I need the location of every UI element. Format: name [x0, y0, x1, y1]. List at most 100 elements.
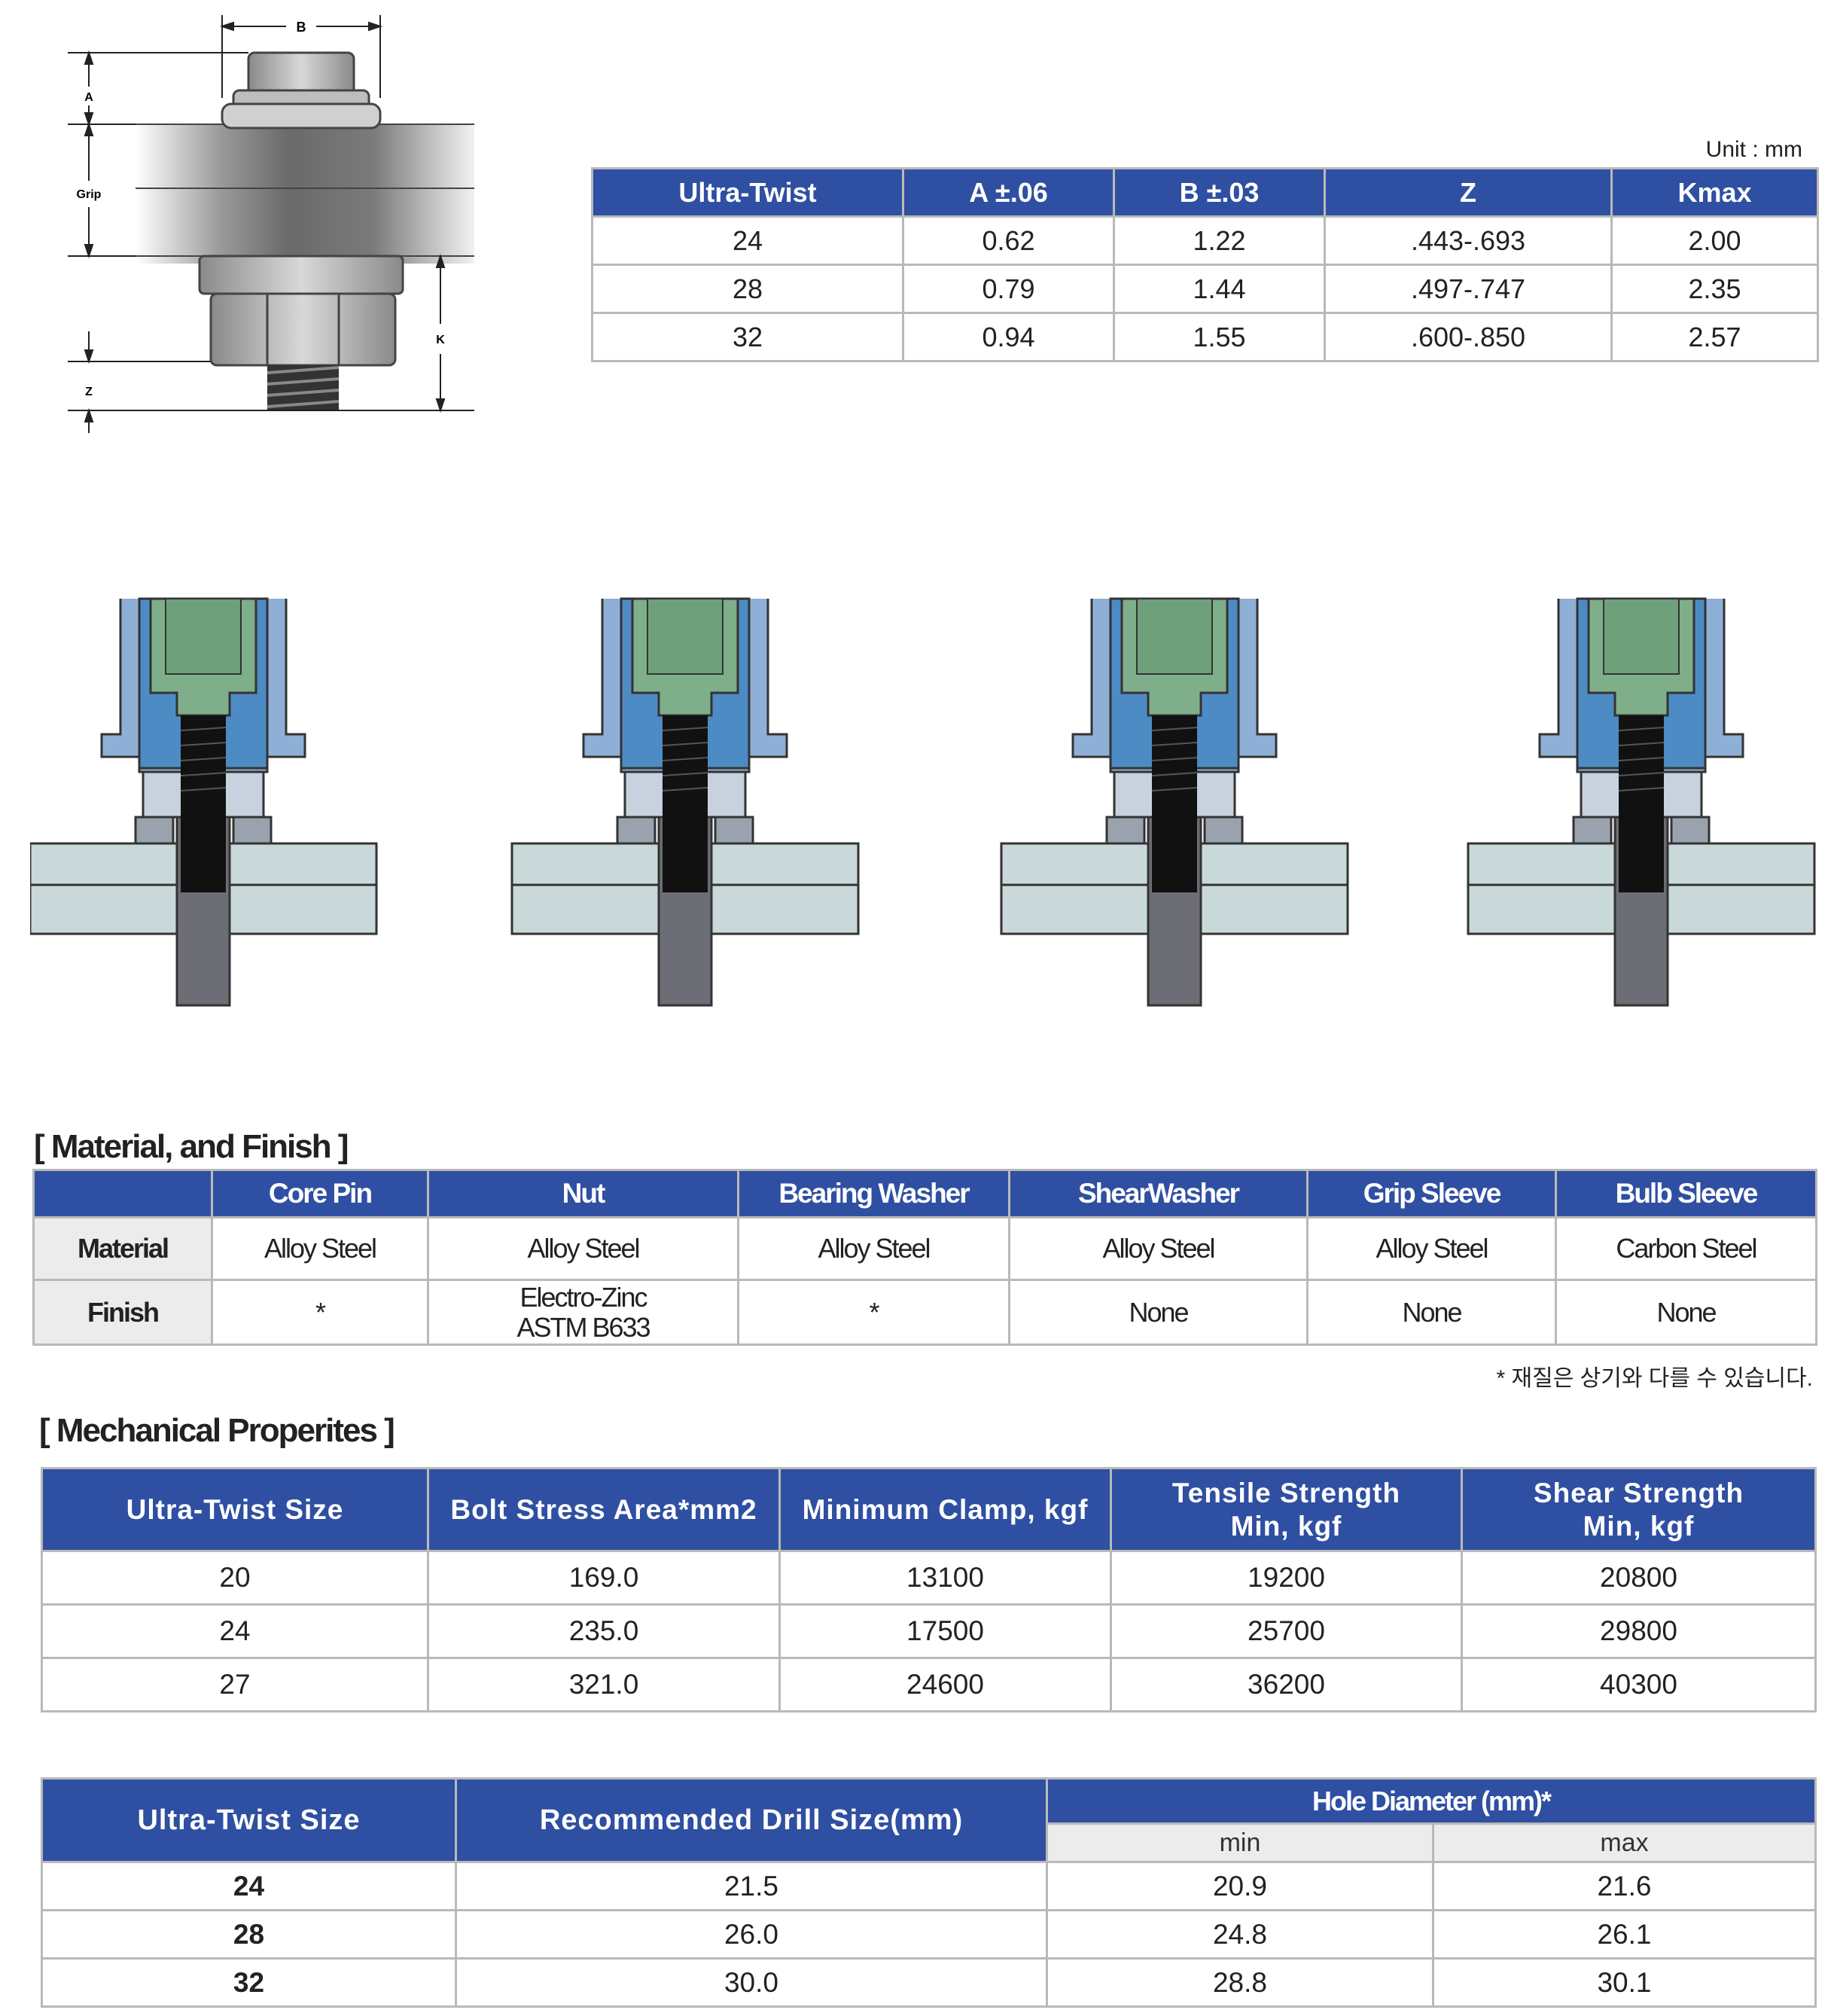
table-cell: 24: [591, 215, 904, 266]
drill-header: Ultra-Twist Size: [41, 1777, 457, 1863]
shear-header-line1: Shear Strength: [1533, 1477, 1744, 1508]
table-cell: 20: [41, 1550, 429, 1606]
drill-hole-table: Ultra-Twist Size Recommended Drill Size(…: [41, 1777, 1817, 2008]
table-cell: 25700: [1110, 1603, 1463, 1659]
tensile-header-line2: Min, kgf: [1230, 1510, 1342, 1542]
table-cell: 321.0: [427, 1657, 781, 1713]
table-cell: 24: [41, 1603, 429, 1659]
finish-nut-line2: ASTM B633: [516, 1311, 650, 1343]
table-cell: Alloy Steel: [427, 1216, 739, 1281]
table-row: 20 169.0 13100 19200 20800: [41, 1550, 1817, 1606]
mechanical-properties-table: Ultra-Twist Size Bolt Stress Area*mm2 Mi…: [41, 1467, 1817, 1713]
table-row: Finish * Electro-Zinc ASTM B633 * None N…: [32, 1279, 1817, 1346]
dim-label-b: B: [297, 20, 306, 35]
table-cell: 21.5: [455, 1861, 1048, 1911]
table-cell: 0.62: [902, 215, 1115, 266]
row-label-material: Material: [32, 1216, 213, 1281]
table-cell: *: [211, 1279, 429, 1346]
table-row: 24 0.62 1.22 .443-.693 2.00: [591, 215, 1819, 266]
table-cell: Alloy Steel: [211, 1216, 429, 1281]
table-cell: 32: [591, 312, 904, 362]
table-cell: 169.0: [427, 1550, 781, 1606]
dim-label-a: A: [84, 91, 93, 104]
table-cell: 28: [591, 264, 904, 314]
material-footnote: * 재질은 상기와 다를 수 있습니다.: [1496, 1366, 1813, 1391]
dim-header: B ±.03: [1113, 167, 1326, 218]
installation-sequence-illustration: [30, 597, 1816, 1007]
table-cell: 30.0: [455, 1957, 1048, 2008]
dim-header: A ±.06: [902, 167, 1115, 218]
mechanical-header: Shear Strength Min, kgf: [1461, 1467, 1817, 1552]
shear-header-line2: Min, kgf: [1583, 1510, 1695, 1542]
table-cell: 24.8: [1046, 1909, 1434, 1960]
table-cell: 0.79: [902, 264, 1115, 314]
table-cell: None: [1008, 1279, 1309, 1346]
table-cell: 1.44: [1113, 264, 1326, 314]
fastener-dimension-diagram: B A Grip K Z: [68, 15, 474, 433]
table-cell: 24: [41, 1861, 457, 1911]
table-cell: Electro-Zinc ASTM B633: [427, 1279, 739, 1346]
table-cell: 19200: [1110, 1550, 1463, 1606]
table-row: 32 0.94 1.55 .600-.850 2.57: [591, 312, 1819, 362]
tensile-header-line1: Tensile Strength: [1171, 1477, 1401, 1508]
drill-header: Recommended Drill Size(mm): [455, 1777, 1048, 1863]
table-cell: 29800: [1461, 1603, 1817, 1659]
material-header: [32, 1169, 213, 1218]
table-cell: 17500: [778, 1603, 1112, 1659]
table-cell: 0.94: [902, 312, 1115, 362]
table-cell: 26.0: [455, 1909, 1048, 1960]
material-header-row: Core Pin Nut Bearing Washer ShearWasher …: [32, 1169, 1817, 1218]
material-header: Core Pin: [211, 1169, 429, 1218]
table-cell: 28.8: [1046, 1957, 1434, 2008]
table-row: Material Alloy Steel Alloy Steel Alloy S…: [32, 1216, 1817, 1281]
table-cell: 40300: [1461, 1657, 1817, 1713]
mechanical-header: Minimum Clamp, kgf: [778, 1467, 1112, 1552]
table-cell: 1.55: [1113, 312, 1326, 362]
material-header: Bearing Washer: [737, 1169, 1010, 1218]
mechanical-header: Bolt Stress Area*mm2: [427, 1467, 781, 1552]
table-cell: .600-.850: [1324, 312, 1613, 362]
unit-note: Unit : mm: [1705, 137, 1802, 162]
table-cell: .443-.693: [1324, 215, 1613, 266]
table-row: 24 21.5 20.9 21.6: [41, 1861, 1817, 1911]
material-section-title: [ Material, and Finish ]: [34, 1128, 349, 1165]
table-cell: Alloy Steel: [1306, 1216, 1557, 1281]
material-header: Grip Sleeve: [1306, 1169, 1557, 1218]
subheader-max: max: [1432, 1822, 1817, 1863]
material-finish-table: Core Pin Nut Bearing Washer ShearWasher …: [32, 1169, 1817, 1346]
dim-header: Ultra-Twist: [591, 167, 904, 218]
table-cell: *: [737, 1279, 1010, 1346]
table-cell: 28: [41, 1909, 457, 1960]
table-cell: 24600: [778, 1657, 1112, 1713]
drill-header: Hole Diameter (mm)*: [1046, 1777, 1817, 1825]
mechanical-header-row: Ultra-Twist Size Bolt Stress Area*mm2 Mi…: [41, 1467, 1817, 1552]
table-cell: 27: [41, 1657, 429, 1713]
table-cell: Alloy Steel: [737, 1216, 1010, 1281]
table-cell: 20.9: [1046, 1861, 1434, 1911]
table-row: 28 0.79 1.44 .497-.747 2.35: [591, 264, 1819, 314]
table-cell: 1.22: [1113, 215, 1326, 266]
dim-label-grip: Grip: [77, 188, 102, 201]
table-row: 28 26.0 24.8 26.1: [41, 1909, 1817, 1960]
table-cell: 21.6: [1432, 1861, 1817, 1911]
material-header: ShearWasher: [1008, 1169, 1309, 1218]
material-header: Bulb Sleeve: [1555, 1169, 1817, 1218]
table-cell: .497-.747: [1324, 264, 1613, 314]
subheader-min: min: [1046, 1822, 1434, 1863]
table-cell: 2.35: [1610, 264, 1819, 314]
drill-subheader-row: min max: [42, 1822, 1817, 1863]
table-cell: 2.00: [1610, 215, 1819, 266]
material-header: Nut: [427, 1169, 739, 1218]
table-cell: None: [1555, 1279, 1817, 1346]
table-row: 32 30.0 28.8 30.1: [41, 1957, 1817, 2008]
table-cell: Carbon Steel: [1555, 1216, 1817, 1281]
table-cell: 36200: [1110, 1657, 1463, 1713]
table-cell: Alloy Steel: [1008, 1216, 1309, 1281]
row-label-finish: Finish: [32, 1279, 213, 1346]
table-cell: 2.57: [1610, 312, 1819, 362]
finish-nut-line1: Electro-Zinc: [519, 1281, 647, 1313]
table-cell: 235.0: [427, 1603, 781, 1659]
dim-label-k: K: [436, 334, 445, 346]
dim-header: Kmax: [1610, 167, 1819, 218]
drill-header-row: Ultra-Twist Size Recommended Drill Size(…: [41, 1777, 1817, 1863]
